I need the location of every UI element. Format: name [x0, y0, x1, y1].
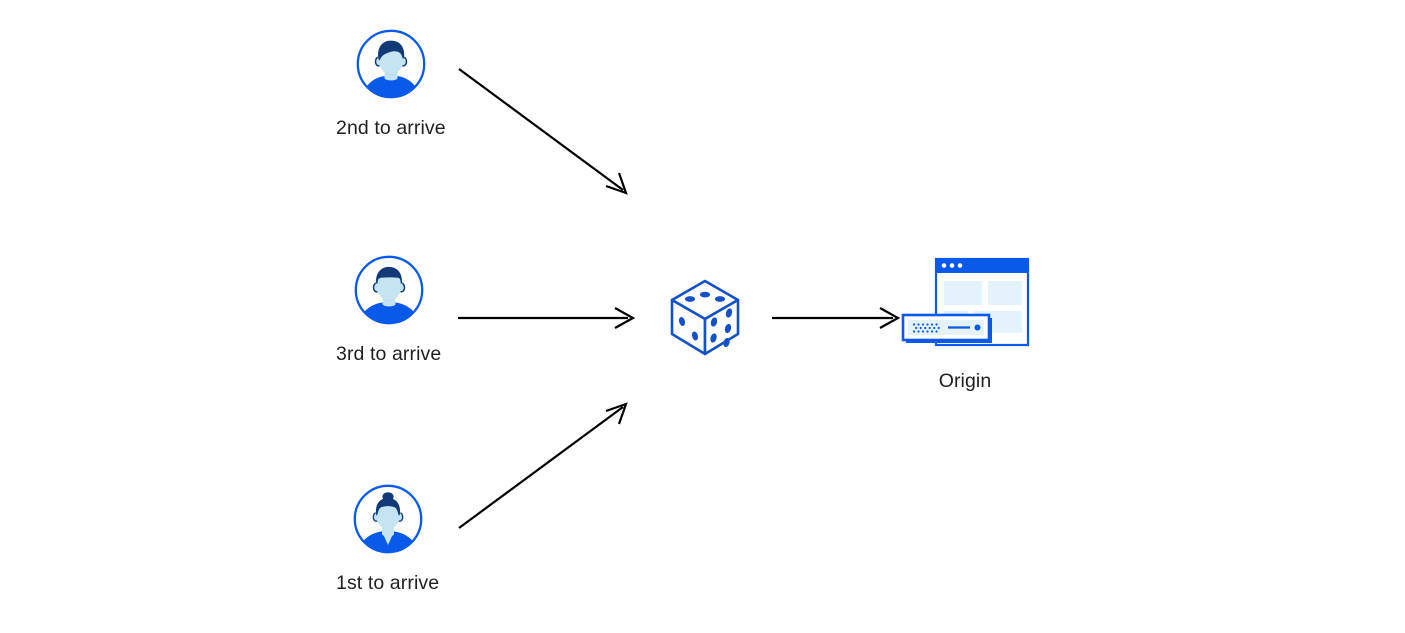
node-client-3rd[interactable]: 3rd to arrive: [336, 254, 441, 366]
node-label: Origin: [938, 370, 992, 392]
user-avatar-icon: [353, 254, 425, 326]
node-label: 3rd to arrive: [336, 343, 442, 365]
dice-icon: [660, 272, 750, 362]
node-label: 1st to arrive: [336, 572, 440, 594]
arrow-2nd-to-dice: [458, 68, 628, 195]
node-label: 2nd to arrive: [336, 117, 446, 139]
node-origin[interactable]: Origin: [900, 256, 1030, 393]
user-avatar-icon: [352, 483, 424, 555]
server-device: [901, 313, 992, 343]
arrow-1st-to-dice: [458, 402, 628, 529]
arrow-3rd-to-dice: [458, 307, 636, 329]
node-client-1st[interactable]: 1st to arrive: [336, 483, 439, 595]
node-client-2nd[interactable]: 2nd to arrive: [336, 28, 446, 140]
origin-server-icon: [900, 256, 1030, 356]
arrow-dice-to-origin: [772, 307, 901, 329]
user-avatar-icon: [355, 28, 427, 100]
node-randomizer[interactable]: [660, 272, 750, 362]
